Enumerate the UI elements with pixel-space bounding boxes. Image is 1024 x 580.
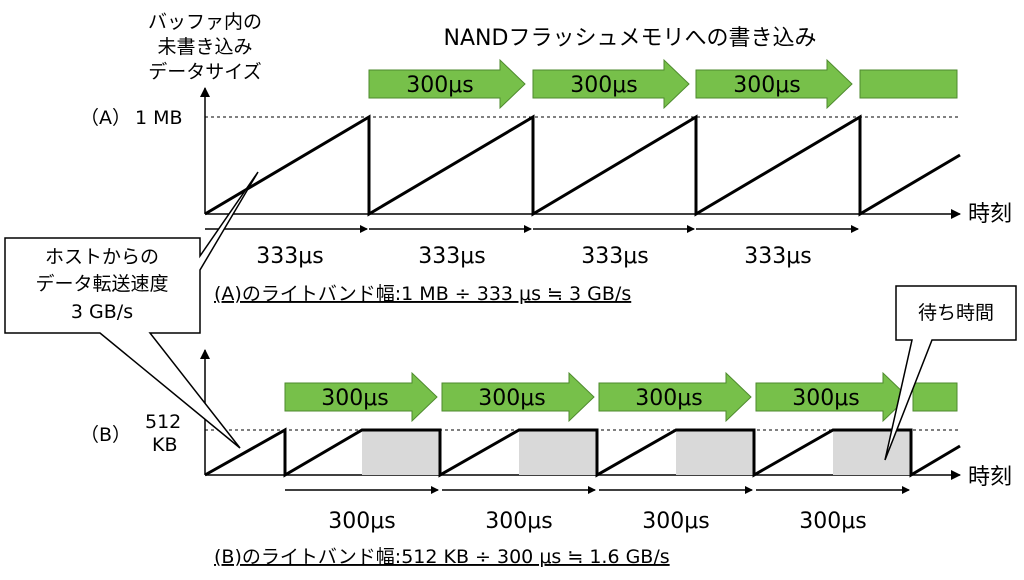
panel-b: 時刻 （B） 512 KB 300μs 300μs 300μs 300μs 30… <box>80 349 1012 568</box>
wait-callout-box <box>884 285 1017 461</box>
panel-b-interval-1: 300μs <box>328 509 395 534</box>
panel-b-write-arrow-3 <box>598 371 752 423</box>
panel-b-write-arrow-2 <box>441 371 595 423</box>
panel-a-level-label: 1 MB <box>135 107 183 129</box>
wait-time-callout: 待ち時間 <box>884 285 1017 461</box>
panel-b-write-time-2: 300μs <box>478 386 545 411</box>
panel-b-label: （B） <box>80 424 131 446</box>
panel-a-write-arrow-2 <box>532 58 690 110</box>
panel-b-wait-block-2 <box>519 430 597 475</box>
panel-b-interval-4: 300μs <box>799 509 866 534</box>
y-axis-label-line2: 未書き込み <box>157 36 252 58</box>
panel-b-write-time-4: 300μs <box>792 386 859 411</box>
panel-b-time-label: 時刻 <box>968 465 1012 490</box>
panel-b-write-time-1: 300μs <box>321 386 388 411</box>
panel-a-label: （A） <box>80 107 131 129</box>
panel-a-write-time-2: 300μs <box>570 73 637 98</box>
panel-b-buffer-sawtooth <box>204 427 961 478</box>
nand-write-label: NANDフラッシュメモリへの書き込み <box>444 26 817 51</box>
panel-a-write-arrow-1 <box>368 58 526 110</box>
panel-b-interval-2: 300μs <box>485 509 552 534</box>
panel-a-write-arrow-4 <box>859 69 958 99</box>
host-callout-line2: データ転送速度 <box>35 273 168 295</box>
panel-b-write-arrow-1 <box>284 371 438 423</box>
panel-a-write-arrow-3 <box>695 58 853 110</box>
panel-b-wait-block-4 <box>833 430 911 475</box>
host-callout-line3: 3 GB/s <box>71 301 133 323</box>
panel-a-interval-2: 333μs <box>418 244 485 269</box>
panel-b-interval-3: 300μs <box>642 509 709 534</box>
panel-a-time-label: 時刻 <box>968 202 1012 227</box>
host-transfer-callout: ホストからの データ転送速度 3 GB/s <box>4 171 259 449</box>
wait-callout-label: 待ち時間 <box>918 302 994 324</box>
panel-a-write-time-1: 300μs <box>406 73 473 98</box>
panel-a-write-time-3: 300μs <box>733 73 800 98</box>
y-axis-label-line3: データサイズ <box>148 61 261 83</box>
panel-a-interval-3: 333μs <box>581 244 648 269</box>
host-callout-box <box>4 171 259 449</box>
panel-b-level-line2: KB <box>152 434 178 456</box>
panel-b-wait-block-1 <box>362 430 440 475</box>
panel-b-level-line1: 512 <box>145 411 181 433</box>
panel-a-interval-4: 333μs <box>744 244 811 269</box>
panel-b-wait-block-3 <box>676 430 754 475</box>
panel-a-buffer-sawtooth <box>204 114 961 217</box>
panel-b-write-arrow-5 <box>912 382 958 412</box>
host-callout-line1: ホストからの <box>45 246 159 268</box>
panel-a: 時刻 （A） 1 MB 300μs 300μs 300μs 333μs 333μ… <box>80 58 1012 305</box>
panel-b-write-time-3: 300μs <box>635 386 702 411</box>
panel-a-bandwidth: (A)のライトバンド幅:1 MB ÷ 333 μs ≒ 3 GB/s <box>214 283 631 305</box>
panel-a-interval-1: 333μs <box>256 244 323 269</box>
panel-b-write-arrow-4 <box>755 371 909 423</box>
panel-b-bandwidth: (B)のライトバンド幅:512 KB ÷ 300 μs ≒ 1.6 GB/s <box>214 546 670 568</box>
y-axis-label-line1: バッファ内の <box>148 11 262 33</box>
